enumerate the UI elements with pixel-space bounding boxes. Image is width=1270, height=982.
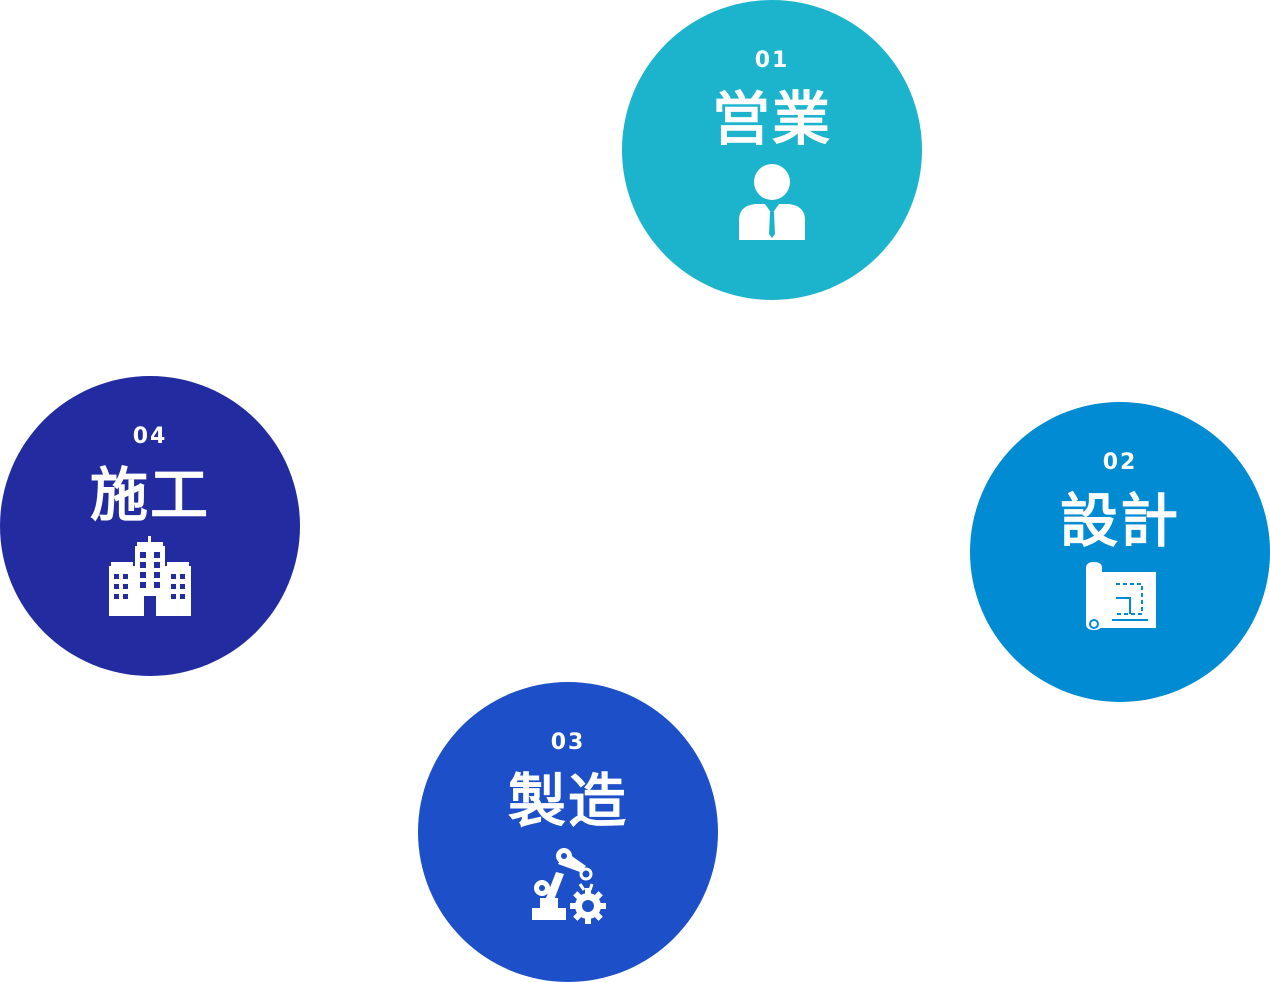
step-02-circle: 02 設計 xyxy=(970,402,1270,702)
step-number: 01 xyxy=(754,48,790,73)
step-number: 03 xyxy=(550,730,586,755)
step-03-circle: 03 製造 xyxy=(418,682,718,982)
step-label: 製造 xyxy=(507,767,628,835)
step-label: 営業 xyxy=(711,85,832,153)
step-label: 施工 xyxy=(89,461,210,529)
step-04-circle: 04 施工 xyxy=(0,376,300,676)
step-01-circle: 01 営業 xyxy=(622,0,922,300)
step-number: 04 xyxy=(132,424,168,449)
buildings-icon xyxy=(0,536,300,626)
businessman-icon xyxy=(622,160,922,250)
robot-arm-gear-icon xyxy=(418,842,718,932)
blueprint-icon xyxy=(970,562,1270,652)
step-number: 02 xyxy=(1102,450,1138,475)
step-label: 設計 xyxy=(1059,487,1180,555)
